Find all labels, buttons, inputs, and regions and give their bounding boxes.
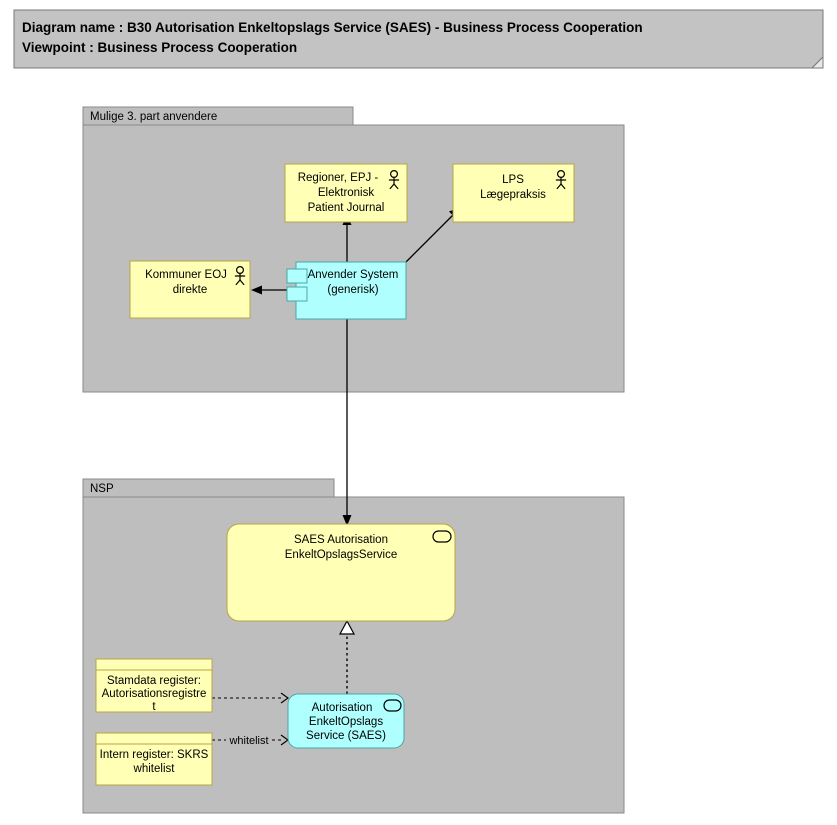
node-saes-service-line2: EnkeltOpslagsService (285, 549, 398, 561)
group-nsp-label: NSP (90, 483, 114, 495)
node-regioner-epj-line1: Regioner, EPJ - (298, 172, 379, 184)
edge-label-whitelist: whitelist (228, 735, 268, 747)
edge-autorisation-realizes-saes (338, 619, 356, 694)
node-saes-service-line1: SAES Autorisation (294, 534, 388, 546)
title-box (13, 9, 824, 69)
actor-icon (555, 169, 567, 190)
group-third-party-label: Mulige 3. part anvendere (90, 111, 217, 123)
node-autorisation-saes-line2: EnkeltOpslags (309, 716, 383, 728)
diagram-name-line: Diagram name : B30 Autorisation Enkeltop… (22, 20, 643, 35)
node-kommuner-box (129, 260, 251, 319)
node-autorisation-saes-line1: Autorisation (312, 702, 373, 714)
node-kommuner-eoj[interactable]: Kommuner EOJ direkte (129, 260, 251, 319)
node-stamdata-register[interactable]: Stamdata register: Autorisationsregistre… (95, 658, 213, 713)
edge-anvender-to-saes-service (342, 319, 352, 526)
node-regioner-epj-box (284, 163, 408, 223)
service-oval-icon (432, 530, 452, 543)
title-folded-corner (810, 55, 824, 69)
service-oval-icon (383, 699, 402, 712)
actor-icon (234, 265, 246, 286)
node-lps-laegepraksis[interactable]: LPS Lægepraksis (452, 163, 575, 223)
group-nsp-tab (82, 478, 335, 498)
node-stamdata-line1: Stamdata register: (107, 675, 201, 687)
node-anvender-line2: (generisk) (327, 284, 378, 296)
component-icon (286, 268, 308, 302)
node-lps-box (452, 163, 575, 223)
node-intern-line1: Intern register: SKRS (100, 749, 209, 761)
node-saes-service-box (226, 523, 456, 622)
edge-stamdata-to-autorisation (212, 692, 289, 704)
node-stamdata-box (95, 658, 213, 713)
edge-intern-to-autorisation: whitelist (212, 734, 289, 747)
node-regioner-epj[interactable]: Regioner, EPJ - Elektronisk Patient Jour… (284, 163, 408, 223)
node-stamdata-line2: Autorisationsregistre (102, 688, 207, 700)
node-stamdata-line3: t (152, 701, 156, 713)
node-regioner-epj-line3: Patient Journal (308, 202, 385, 214)
node-intern-register[interactable]: Intern register: SKRS whitelist (95, 732, 213, 786)
node-intern-box (95, 732, 213, 786)
node-anvender-box (295, 261, 407, 320)
node-autorisation-saes-box (287, 693, 405, 749)
group-third-party[interactable]: Mulige 3. part anvendere (82, 106, 625, 393)
node-intern-line2: whitelist (133, 763, 176, 775)
edge-anvender-to-kommuner (251, 285, 287, 295)
node-lps-line2: Lægepraksis (480, 189, 546, 201)
node-anvender-system[interactable]: Anvender System (generisk) (286, 261, 407, 320)
actor-icon (388, 169, 400, 190)
node-kommuner-line2: direkte (173, 284, 208, 296)
node-anvender-line1: Anvender System (308, 269, 399, 281)
node-lps-line1: LPS (502, 174, 524, 186)
node-kommuner-line1: Kommuner EOJ (145, 269, 227, 281)
node-regioner-epj-line2: Elektronisk (318, 187, 374, 199)
diagram-title-block: Diagram name : B30 Autorisation Enkeltop… (13, 9, 824, 69)
node-autorisation-saes[interactable]: Autorisation EnkeltOpslags Service (SAES… (287, 693, 405, 749)
node-autorisation-saes-line3: Service (SAES) (306, 730, 386, 742)
viewpoint-line: Viewpoint : Business Process Cooperation (22, 40, 297, 55)
node-saes-service[interactable]: SAES Autorisation EnkeltOpslagsService (226, 523, 456, 622)
